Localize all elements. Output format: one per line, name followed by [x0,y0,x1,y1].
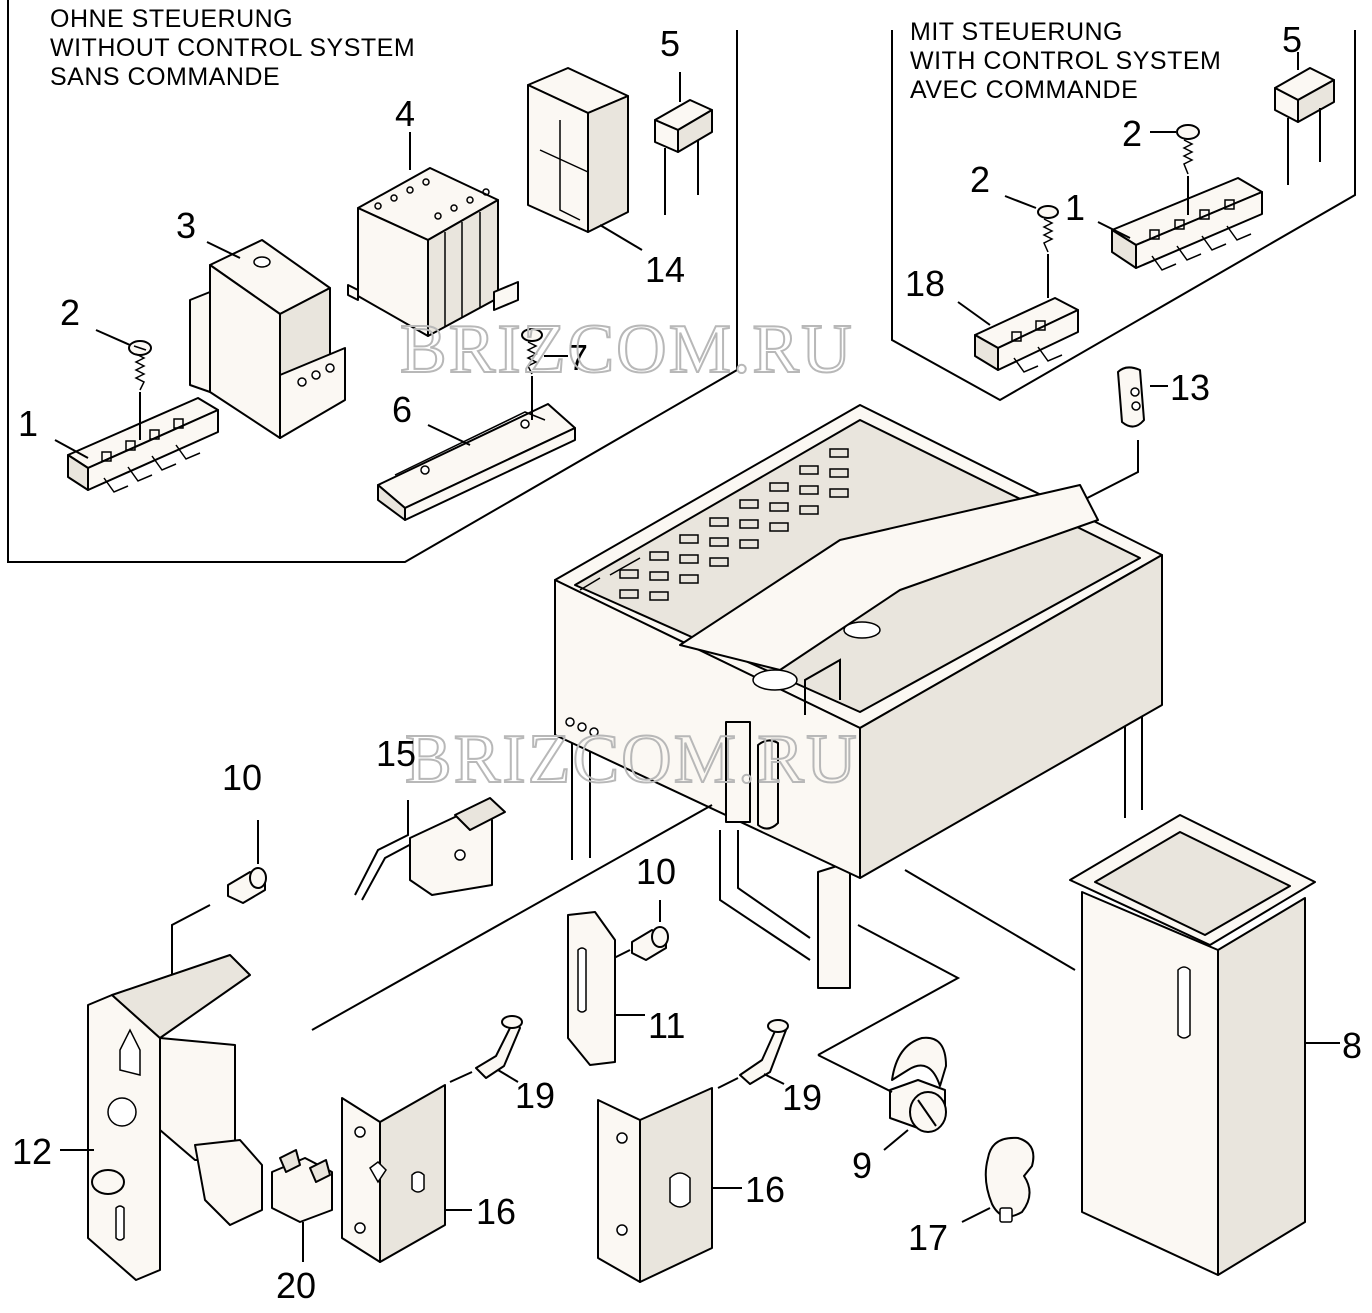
leader-10a [171,904,211,975]
callout-2: 2 [1122,113,1142,154]
part-coin-box [1069,814,1316,1276]
part-cable-clip [1117,366,1145,428]
part-capacitor-left [654,99,713,215]
part-switch-bracket [354,797,506,901]
part-capacitor-right [1274,67,1335,185]
leader-2a [95,329,131,346]
callout-9: 9 [852,1145,872,1186]
heading-with-control: MIT STEUERUNG WITH CONTROL SYSTEM AVEC C… [910,18,1221,104]
part-bolt-19-right [739,1019,789,1085]
part-cam-lock [889,1036,947,1133]
part-terminal-strip-short [974,297,1079,373]
callout-16: 16 [476,1191,516,1232]
part-angle-bracket-right [597,1087,713,1283]
part-din-module [527,67,629,233]
watermark-lower: BRIZCOM.RU [405,721,859,798]
callout-16: 16 [745,1169,785,1210]
coinbox-guide-line [904,869,1076,971]
callout-5: 5 [1282,19,1302,60]
callout-12: 12 [12,1131,52,1172]
callout-6: 6 [392,389,412,430]
heading-line-en: WITH CONTROL SYSTEM [910,47,1221,75]
lock-guide-line [817,924,961,1056]
part-coin-mechanism [87,954,263,1281]
heading-line-de: OHNE STEUERUNG [50,5,293,33]
callout-15: 15 [376,733,416,774]
part-slotted-plate [567,911,616,1066]
callout-19: 19 [782,1077,822,1118]
part-bolt-19-left [475,1015,523,1079]
leader-6 [427,424,471,446]
callout-18: 18 [905,263,945,304]
part-screw-rail [521,328,543,420]
callout-19: 19 [515,1075,555,1116]
callout-3: 3 [176,205,196,246]
leader-1b [1097,221,1131,239]
callout-8: 8 [1342,1025,1362,1066]
heading-line-fr: SANS COMMANDE [50,63,280,91]
heading-without-control: OHNE STEUERUNG WITHOUT CONTROL SYSTEM SA… [50,5,415,91]
leader-19b-guide [717,1077,739,1089]
group-frame-without-control [7,0,738,563]
heading-line-de: MIT STEUERUNG [910,18,1123,46]
callout-11: 11 [648,1005,685,1046]
part-screw-right-upper [1176,124,1200,215]
callout-1: 1 [1065,187,1085,228]
leader-9 [883,1129,909,1151]
part-relay [189,239,346,439]
assembly-guide-line [311,804,713,1031]
callout-4: 4 [395,93,415,134]
part-bolt-right [631,900,669,961]
callout-10: 10 [222,757,262,798]
callout-14: 14 [645,249,685,290]
leader-19b [763,1073,785,1085]
callout-7: 7 [568,337,588,378]
part-screw-right-lower [1037,205,1059,298]
part-cam [984,1136,1035,1223]
group-frame-with-control [891,30,1356,402]
heading-line-en: WITHOUT CONTROL SYSTEM [50,34,415,62]
callout-1: 1 [18,403,38,444]
leader-19a [497,1069,519,1083]
part-contactor [347,167,519,337]
callout-2: 2 [60,292,80,333]
part-bolt-left [227,820,267,904]
callout-17: 17 [908,1217,948,1258]
leader-9-guide [817,1054,893,1093]
callout-5: 5 [660,23,680,64]
callout-13: 13 [1170,367,1210,408]
leader-18 [957,301,991,326]
callout-10: 10 [636,851,676,892]
part-housing [554,404,1163,989]
part-angle-bracket-left [341,1084,446,1263]
part-terminal-strip-left [67,397,219,493]
callout-20: 20 [276,1265,316,1306]
part-din-rail [377,403,576,521]
part-microswitch [271,1149,333,1223]
part-screw-left [128,340,152,440]
leader-17 [961,1207,991,1223]
leader-3 [206,241,241,259]
callout-2: 2 [970,159,990,200]
heading-line-fr: AVEC COMMANDE [910,76,1138,104]
leader-19a-guide [449,1071,473,1083]
leader-14 [599,224,643,251]
leader-2c [1004,195,1037,209]
leader-1a [54,439,89,459]
watermark-upper: BRIZCOM.RU [400,311,854,388]
